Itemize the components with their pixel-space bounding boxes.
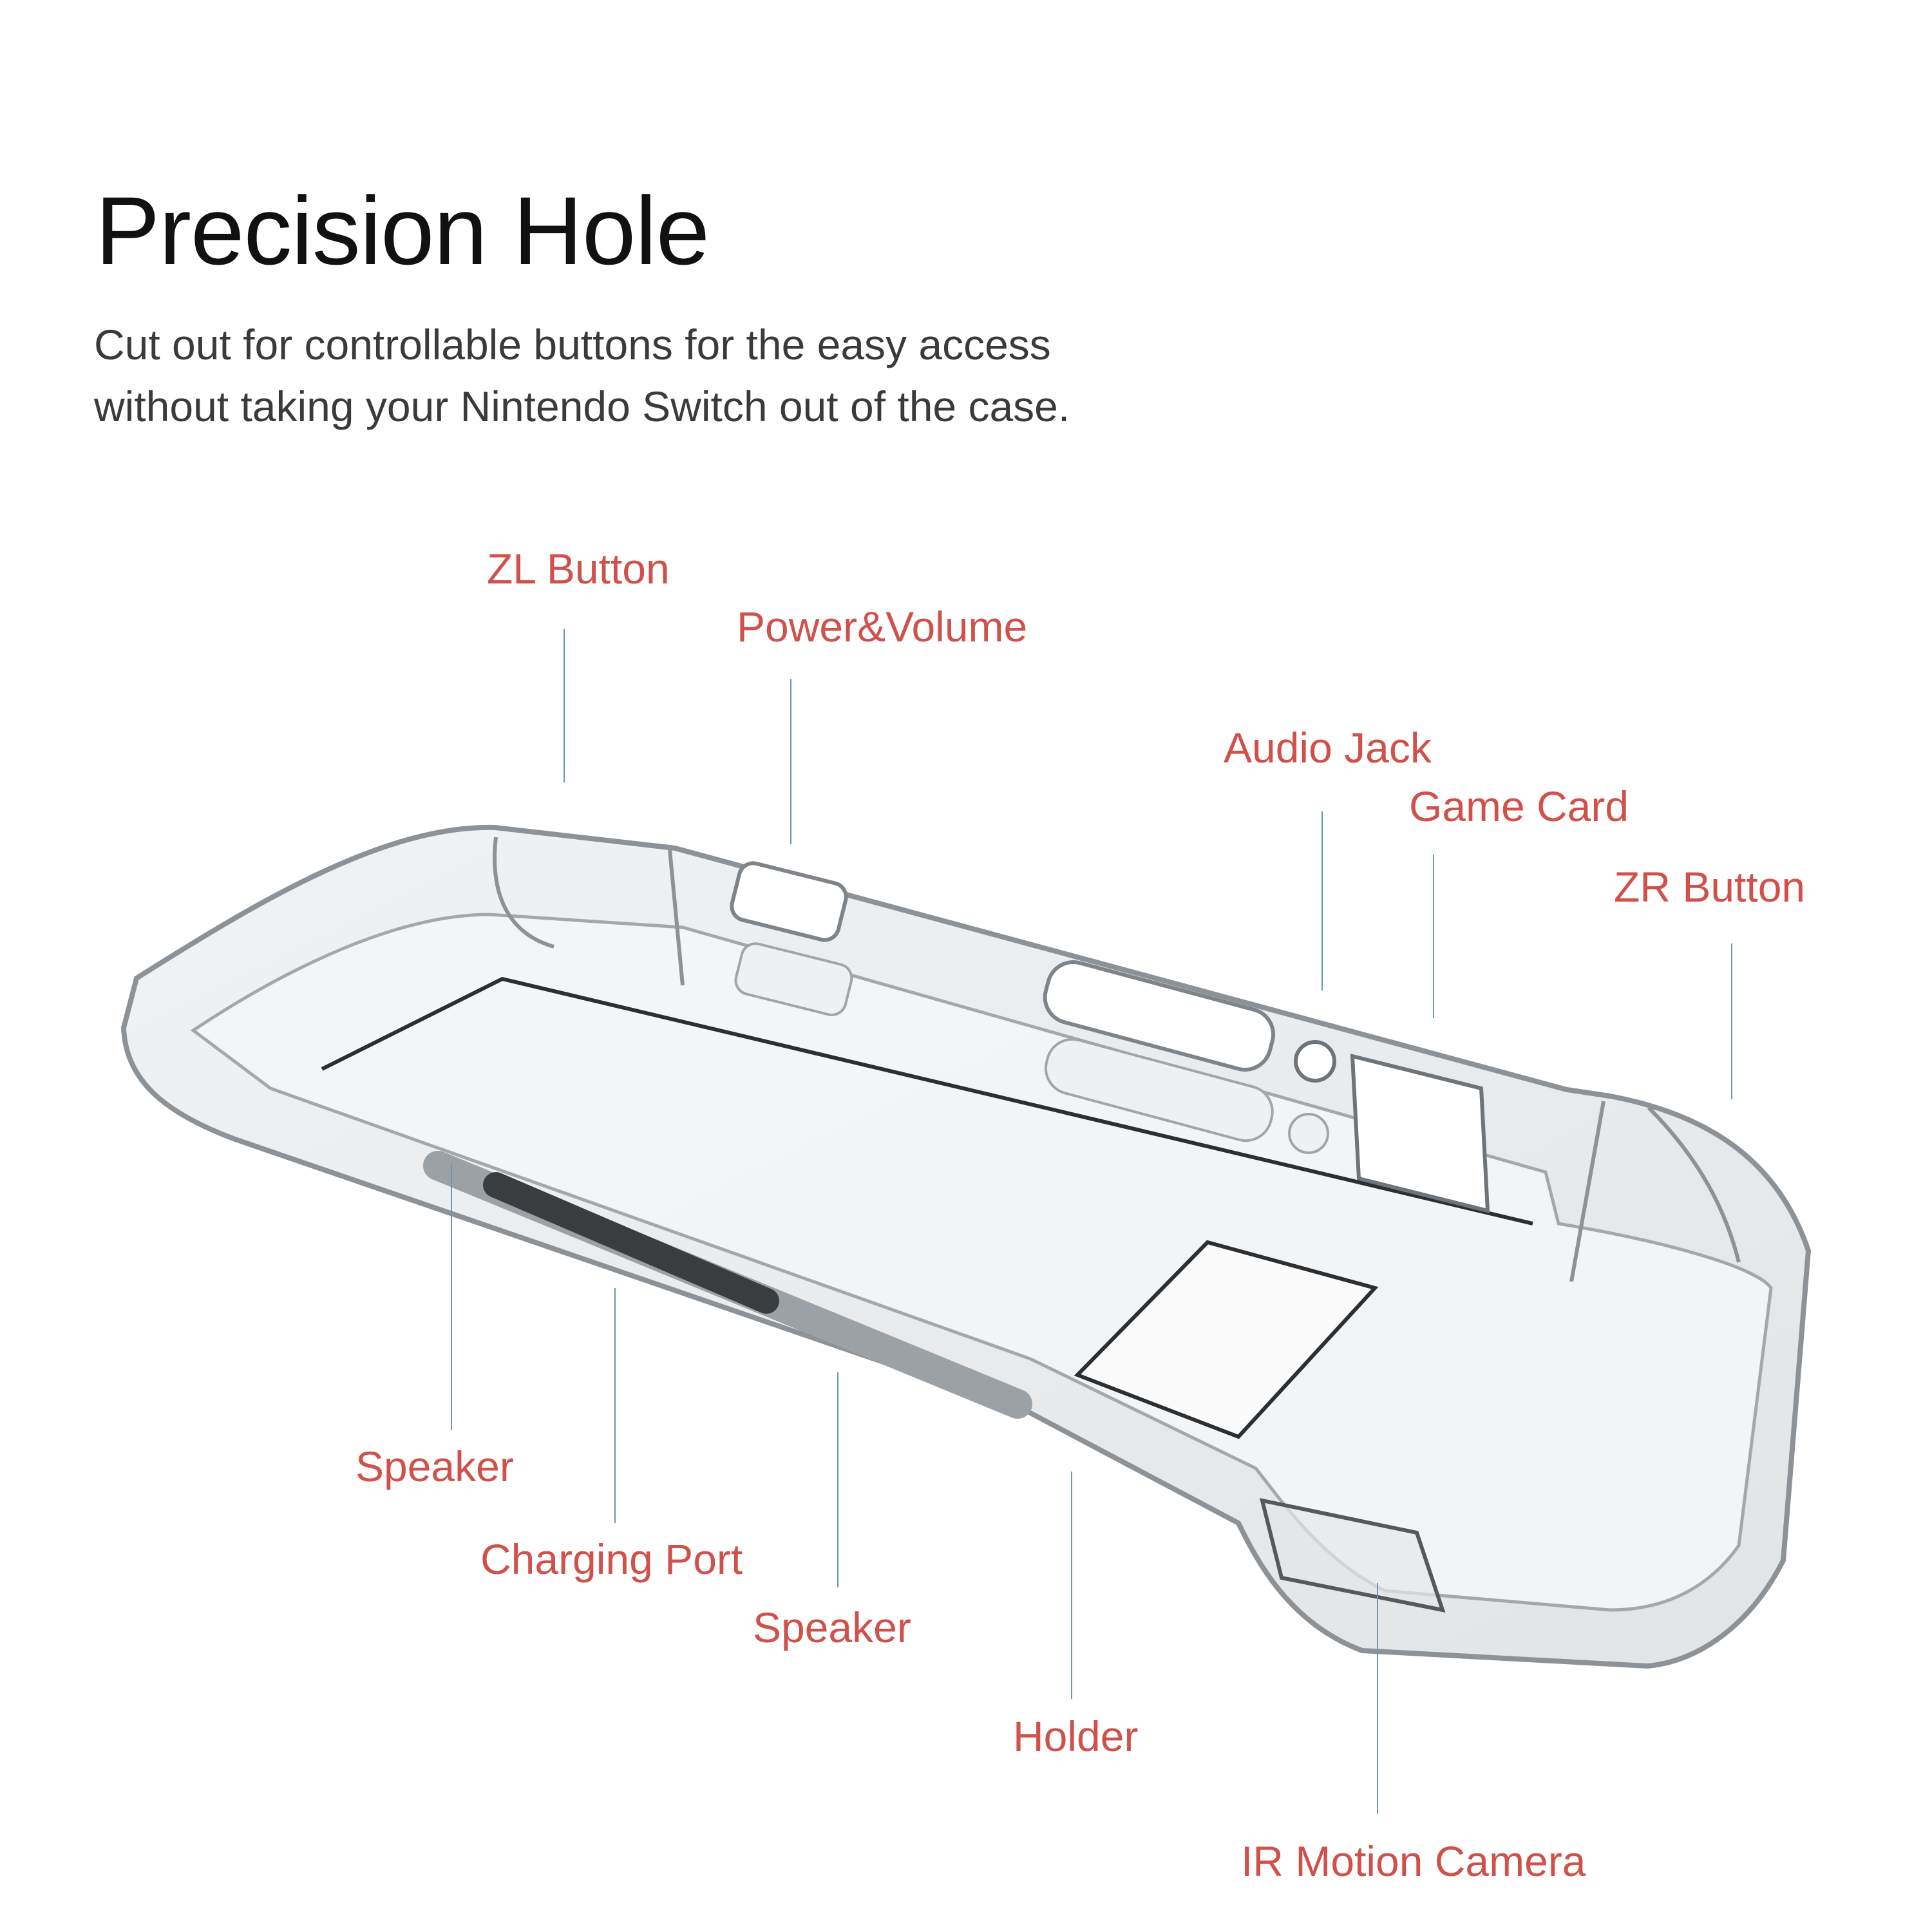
zl-button-leader-line [564,629,565,782]
label-holder: Holder [1013,1712,1139,1760]
long-slot-lower [1044,1037,1274,1142]
side-slot [734,942,853,1016]
label-zr-button: ZR Button [1614,863,1806,911]
label-power-volume: Power&Volume [737,603,1028,650]
label-audio-jack: Audio Jack [1224,724,1432,772]
zr-button-leader-line [1731,943,1732,1099]
label-speaker-right: Speaker [753,1604,911,1651]
screen-edge [321,976,1533,1226]
label-charging-port: Charging Port [480,1535,743,1583]
subtitle-line-2: without taking your Nintendo Switch out … [94,383,1070,430]
charging-port-cutout [483,1172,779,1314]
power-volume-leader-line [790,679,791,844]
game-card-cutout [1350,1054,1490,1213]
holder-cutout [1074,1240,1379,1439]
label-ir-motion-camera: IR Motion Camera [1241,1837,1586,1885]
ir-camera-leader-line [1377,1583,1378,1814]
long-slot-cutout [1043,960,1276,1072]
power-volume-cutout [730,861,848,942]
zl-bumper [493,837,685,986]
label-game-card: Game Card [1409,782,1629,830]
ir-camera-window [1259,1498,1446,1613]
speaker-right-leader-line [837,1372,838,1587]
subtitle-line-1: Cut out for controllable buttons for the… [94,321,1051,368]
zr-bumper [1569,1101,1741,1282]
speaker-left-leader-line [451,1164,452,1430]
label-zl-button: ZL Button [487,545,670,592]
charging-port-leader-line [614,1288,616,1523]
holder-leader-line [1071,1472,1072,1699]
case-inner-tray [190,913,1773,1612]
audio-jack-cutout [1294,1040,1336,1083]
page-title: Precision Hole [95,176,710,285]
audio-jack-lower [1288,1113,1329,1154]
label-speaker-left: Speaker [355,1443,514,1490]
audio-jack-leader-line [1321,811,1323,990]
game-card-leader-line [1433,855,1434,1018]
